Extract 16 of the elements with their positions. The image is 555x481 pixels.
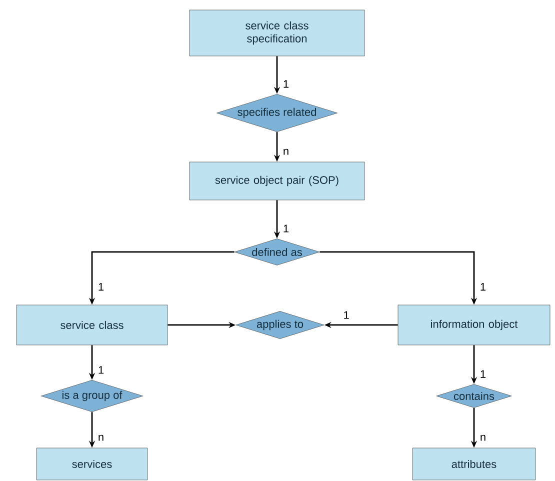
entity-box: service object pair (SOP) bbox=[189, 162, 365, 200]
cardinality-label: n bbox=[98, 434, 104, 441]
entity-box: services bbox=[36, 448, 148, 480]
cardinality-label: 1 bbox=[480, 370, 486, 378]
cardinality-label: 1 bbox=[98, 366, 104, 374]
entity-box: service class bbox=[16, 304, 168, 346]
cardinality-label: 1 bbox=[284, 80, 289, 88]
cardinality-label: n bbox=[284, 148, 288, 155]
entity-box: attributes bbox=[412, 448, 536, 480]
cardinality-label: 1 bbox=[344, 311, 349, 319]
entity-box: service class specification bbox=[189, 10, 365, 56]
cardinality-label: 1 bbox=[480, 283, 486, 291]
cardinality-label: n bbox=[480, 434, 486, 441]
entity-box: information object bbox=[398, 304, 550, 346]
cardinality-label: 1 bbox=[98, 283, 104, 291]
cardinality-label: 1 bbox=[284, 224, 289, 232]
